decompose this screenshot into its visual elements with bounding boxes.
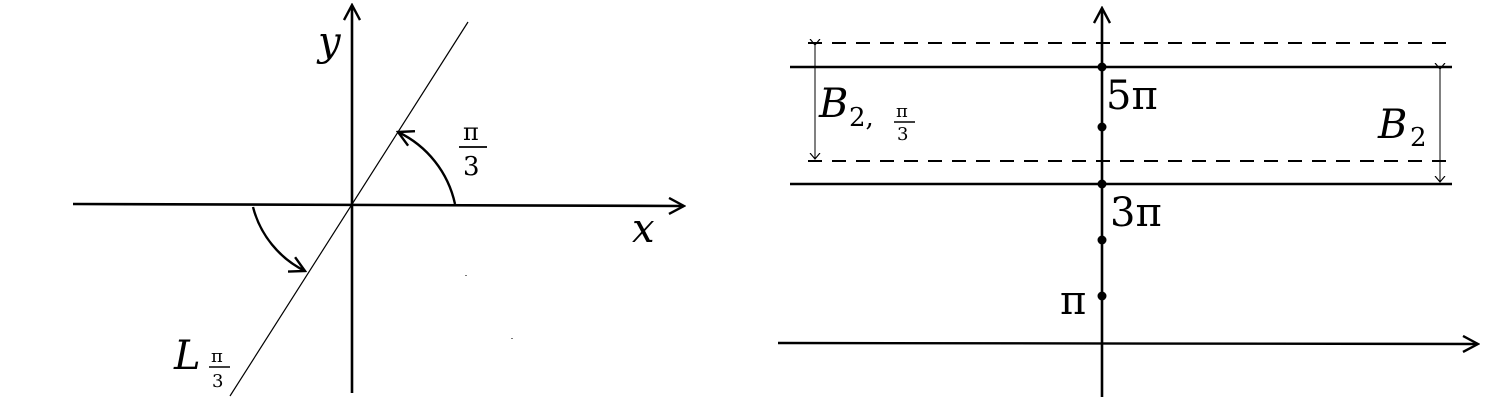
line-label: L π 3 <box>173 333 230 392</box>
point-2pi <box>1097 235 1107 245</box>
right-figure: 5π 3π π B 2, π 3 B 2 <box>777 8 1478 397</box>
point-3pi <box>1097 179 1107 189</box>
speck <box>465 275 467 276</box>
angle-label-numerator: π <box>463 118 479 146</box>
point-pi <box>1097 291 1107 301</box>
strip-label-b2-letter: B <box>1377 102 1407 148</box>
x-axis-label: x <box>632 206 655 252</box>
strip-label-b2-pi3-sub-denominator: 3 <box>897 124 908 145</box>
strip-label-b2-pi3-letter: B <box>818 81 848 127</box>
line-l-pi-over-3 <box>229 21 469 397</box>
x-axis <box>72 204 684 206</box>
strip-label-b2-pi3-sub: 2, <box>849 103 874 133</box>
line-label-letter: L <box>173 333 201 379</box>
point-5pi <box>1097 62 1107 72</box>
line-label-sub-denominator: 3 <box>212 371 223 392</box>
angle-label-pi-over-3: π 3 <box>459 118 487 182</box>
label-3pi: 3π <box>1110 190 1162 236</box>
speck <box>511 338 513 339</box>
angle-arc-lower <box>251 206 305 271</box>
label-5pi: 5π <box>1106 73 1158 119</box>
strip-label-b2-pi3: B 2, π 3 <box>818 81 915 145</box>
strip-label-b2-sub: 2 <box>1410 123 1427 153</box>
left-figure: y x π 3 L π 3 <box>72 5 684 397</box>
y-axis-label: y <box>316 19 342 65</box>
strip-label-b2-pi3-sub-numerator: π <box>896 101 908 122</box>
strip-label-b2: B 2 <box>1377 102 1427 153</box>
angle-arc-upper <box>398 132 457 205</box>
label-pi: π <box>1060 278 1086 324</box>
point-4pi <box>1097 122 1107 132</box>
line-label-sub-numerator: π <box>211 346 223 367</box>
horizontal-axis <box>777 343 1478 344</box>
angle-label-denominator: 3 <box>463 152 480 182</box>
